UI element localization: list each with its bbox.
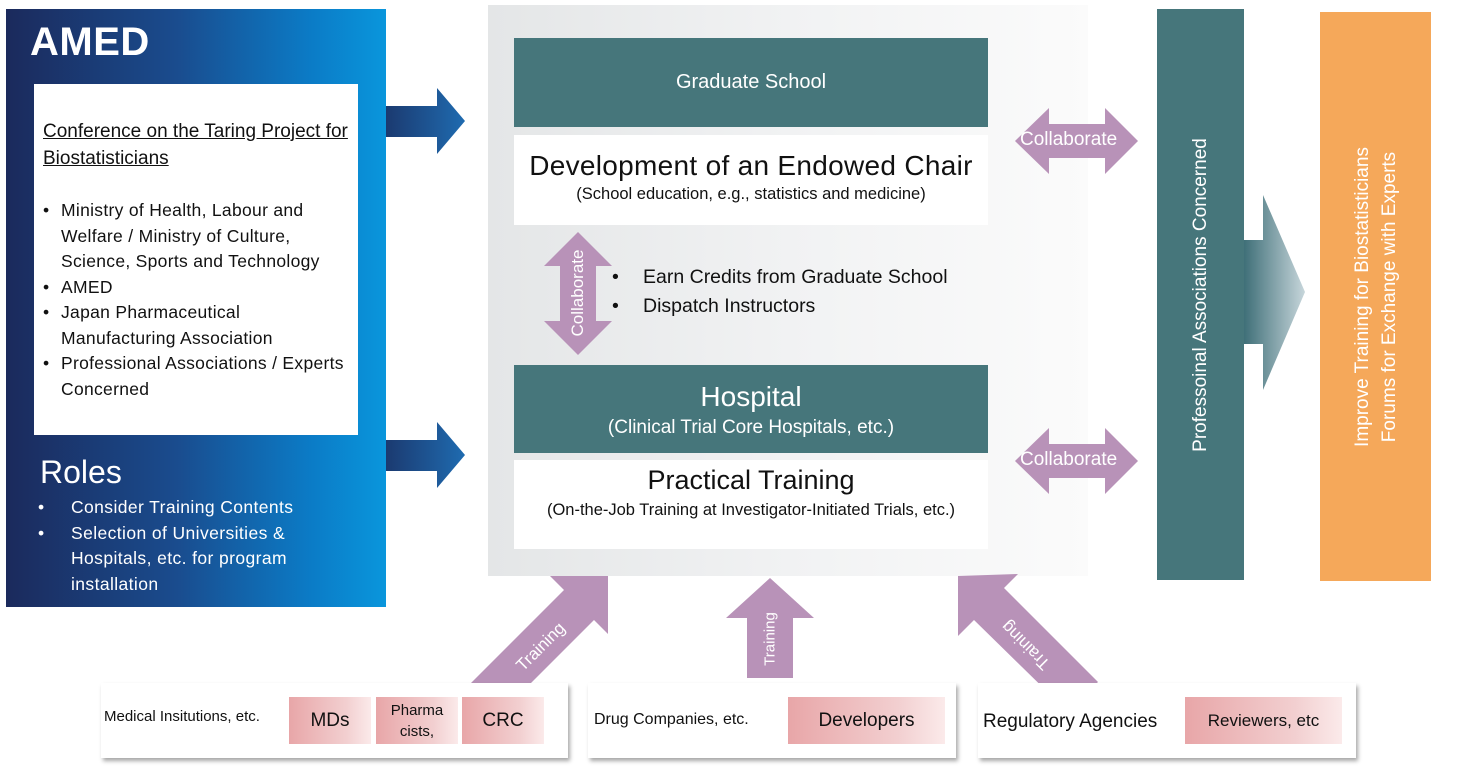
regulatory-agencies-box: Regulatory Agencies Reviewers, etc	[978, 683, 1356, 758]
blue-arrow-right-icon	[386, 422, 465, 488]
collaboration-bullets: Earn Credits from Graduate School Dispat…	[612, 263, 948, 321]
collaborate-label: Collaborate	[1020, 129, 1118, 150]
roles-list: Consider Training Contents Selection of …	[38, 495, 368, 597]
big-arrow-right-icon	[1244, 195, 1305, 390]
medical-institutions-box: Medical Insitutions, etc. MDs Pharma cis…	[101, 683, 568, 758]
professional-associations-column: Professoinal Associations Concerned	[1157, 9, 1244, 580]
developers-tag: Developers	[788, 697, 945, 744]
double-arrow-icon	[1015, 108, 1138, 174]
training-label: Training	[761, 612, 779, 666]
medical-institutions-label: Medical Insitutions, etc.	[104, 708, 260, 725]
hospital-band: Hospital (Clinical Trial Core Hospitals,…	[514, 365, 988, 453]
collaborate-label: Collaborate	[1020, 449, 1118, 470]
practical-training-subtitle: (On-the-Job Training at Investigator-Ini…	[546, 501, 956, 519]
conference-member-list: Ministry of Health, Labour and Welfare /…	[43, 198, 348, 402]
reviewers-tag: Reviewers, etc	[1185, 697, 1342, 744]
graduate-school-band: Graduate School	[514, 38, 988, 127]
practical-training-box: Practical Training (On-the-Job Training …	[514, 460, 988, 549]
practical-training-title: Practical Training	[647, 465, 855, 495]
improve-training-column: Improve Training for Biostatisticians Fo…	[1320, 12, 1431, 581]
vertical-double-arrow-icon	[544, 232, 612, 355]
hospital-title: Hospital	[700, 381, 802, 412]
pharmacists-tag: Pharma cists,	[376, 697, 458, 744]
collaborate-label: Collaborate	[568, 249, 587, 337]
roles-title: Roles	[40, 454, 122, 490]
amed-title: AMED	[30, 20, 150, 64]
conference-member: Ministry of Health, Labour and Welfare /…	[43, 198, 348, 275]
regulatory-agencies-label: Regulatory Agencies	[983, 711, 1158, 732]
conference-title: Conference on the Taring Project for Bio…	[43, 121, 348, 169]
endowed-chair-subtitle: (School education, e.g., statistics and …	[576, 185, 926, 203]
conference-member: Professional Associations / Experts Conc…	[43, 351, 348, 402]
endowed-chair-box: Development of an Endowed Chair (School …	[514, 135, 988, 225]
collaboration-bullet: Dispatch Instructors	[612, 292, 948, 321]
blue-arrow-right-icon	[386, 88, 465, 154]
role-item: Selection of Universities & Hospitals, e…	[38, 521, 368, 598]
collaboration-bullet: Earn Credits from Graduate School	[612, 263, 948, 292]
endowed-chair-title: Development of an Endowed Chair	[529, 150, 973, 181]
double-arrow-icon	[1015, 428, 1138, 494]
training-arrow-icon	[958, 574, 1098, 712]
drug-companies-label: Drug Companies, etc.	[594, 711, 749, 728]
role-item: Consider Training Contents	[38, 495, 368, 521]
conference-member: Japan Pharmaceutical Manufacturing Assoc…	[43, 300, 348, 351]
training-arrow-icon	[470, 576, 608, 714]
hospital-subtitle: (Clinical Trial Core Hospitals, etc.)	[607, 417, 895, 438]
training-arrow-icon	[726, 578, 814, 678]
conference-member: AMED	[43, 275, 348, 301]
conference-box: Conference on the Taring Project for Bio…	[34, 84, 358, 435]
crc-tag: CRC	[462, 697, 544, 744]
mds-tag: MDs	[289, 697, 371, 744]
drug-companies-box: Drug Companies, etc. Developers	[588, 683, 956, 758]
